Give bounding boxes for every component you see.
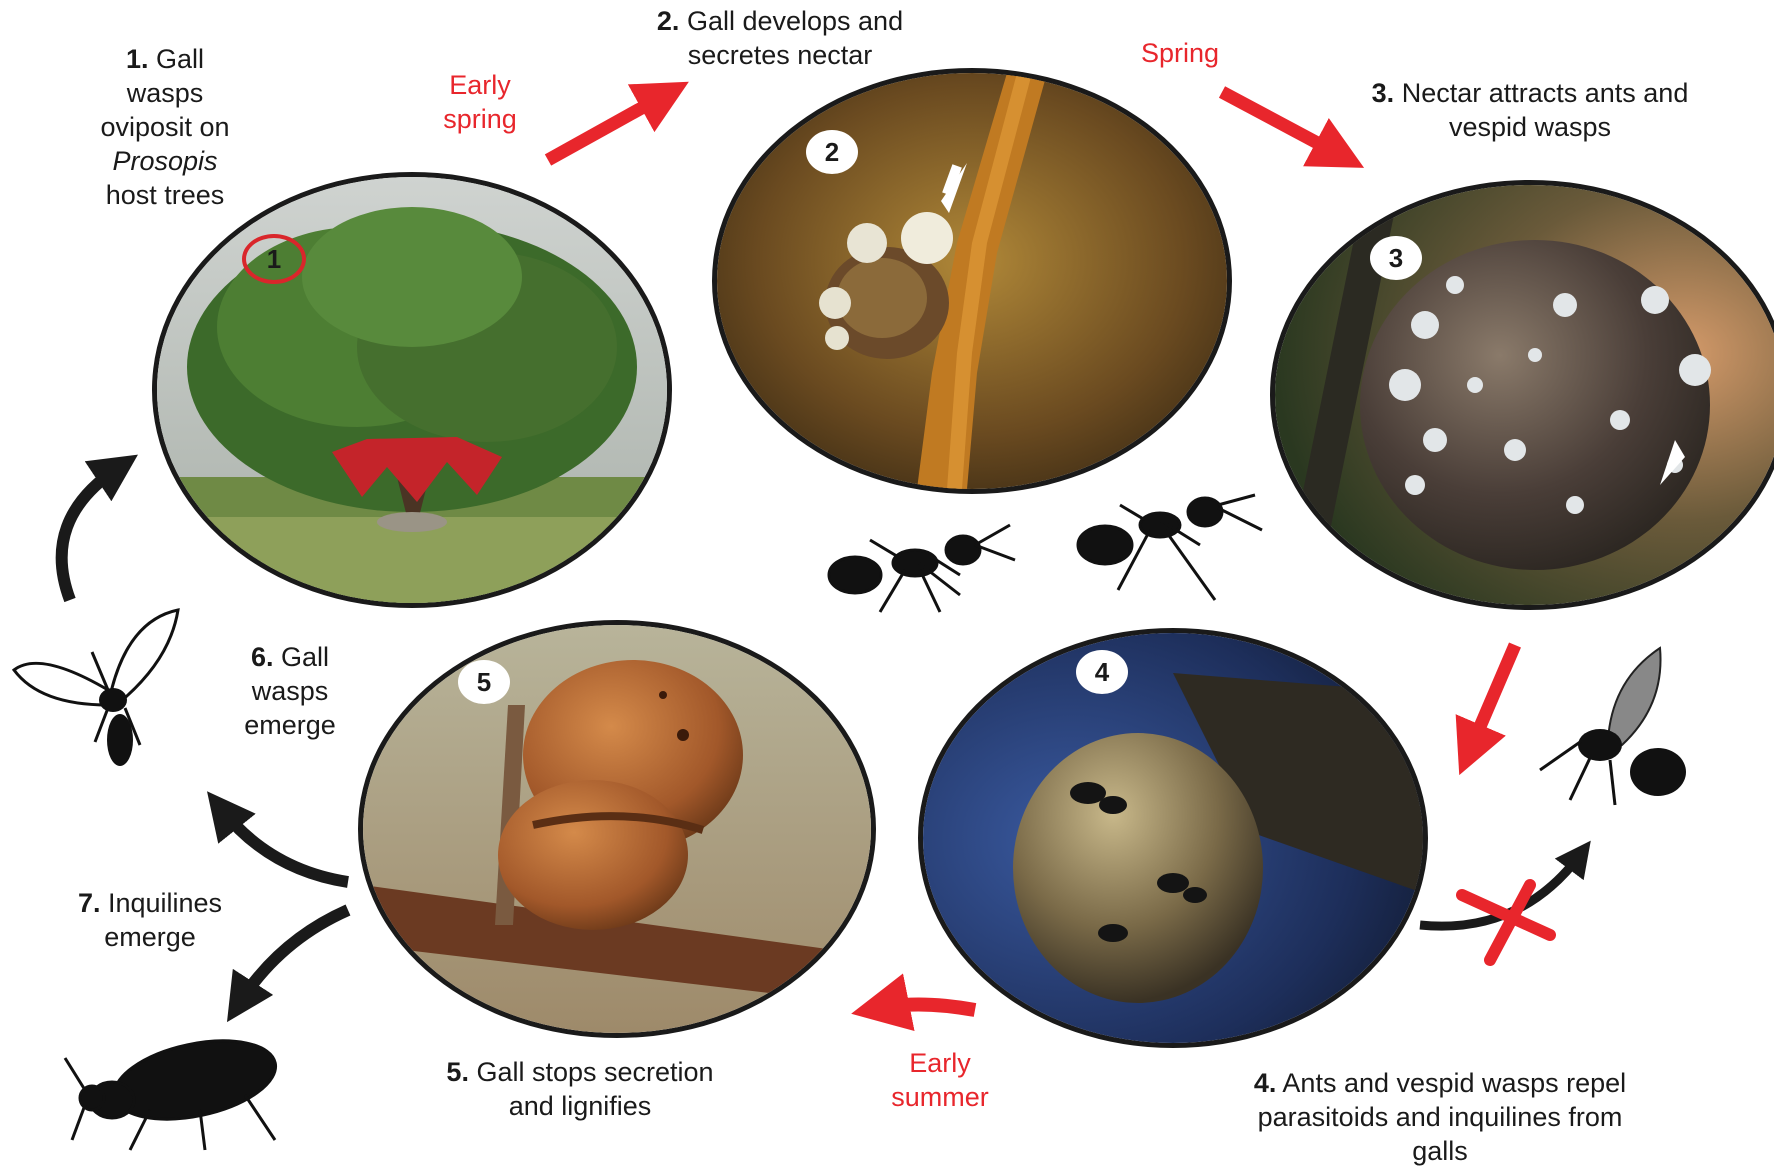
ant-icon-right — [1078, 495, 1262, 600]
arrow-early-spring — [548, 95, 665, 160]
arrow-to-stage-4 — [1470, 645, 1515, 750]
arrow-early-summer — [880, 1004, 975, 1010]
arrow-to-stage-1 — [62, 468, 118, 600]
arrow-to-gall-wasps — [222, 810, 348, 882]
arrow-to-inquilines — [240, 910, 348, 1002]
arrow-spring — [1222, 92, 1340, 155]
ant-icon-left — [829, 525, 1015, 612]
parasitoid-wasp-icon — [1540, 648, 1686, 805]
gall-wasp-icon — [14, 610, 178, 766]
inquiline-beetle-icon — [65, 1028, 283, 1150]
